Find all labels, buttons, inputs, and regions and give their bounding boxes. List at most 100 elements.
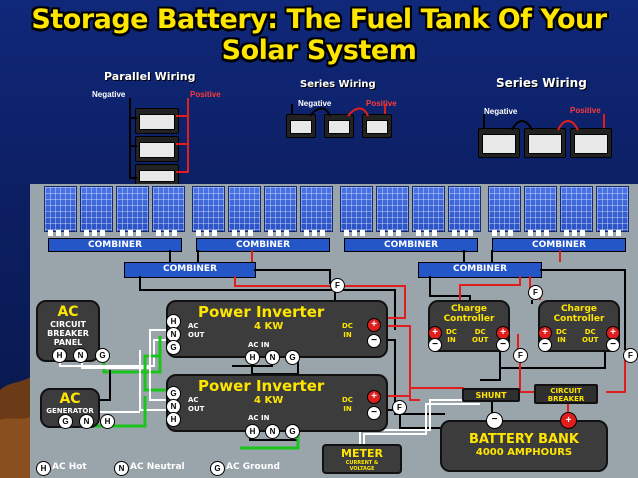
combiner-label: COMBINER [162, 264, 218, 274]
battery-negative-terminal: − [486, 412, 503, 429]
negative-terminal: − [538, 338, 552, 352]
fuse-icon: F [623, 348, 638, 363]
combiner-label: COMBINER [383, 240, 439, 250]
main-combiner-right: COMBINER [418, 262, 542, 278]
negative-terminal: − [496, 338, 510, 352]
positive-terminal: + [367, 390, 381, 404]
panel-terminals [196, 230, 220, 236]
solar-panel-icon [80, 186, 113, 232]
battery-bank-title: BATTERY BANK [468, 432, 580, 447]
terminal-ground: G [285, 424, 300, 439]
generator-title: AC [59, 391, 81, 407]
battery-icon [286, 114, 316, 138]
inverter-title: Power Inverter [198, 377, 325, 395]
battery-icon [524, 128, 566, 158]
negative-terminal: − [428, 338, 442, 352]
ac-out-label: AC OUT [188, 396, 205, 413]
legend-ground-symbol: G [210, 461, 225, 476]
panel-terminals [600, 230, 624, 236]
panel-terminals [380, 230, 404, 236]
negative-terminal: − [606, 338, 620, 352]
legend-ground-label: AC Ground [226, 462, 280, 472]
legend-hot-label: AC Hot [52, 462, 87, 472]
battery-icon [324, 114, 354, 138]
solar-panel-icon [560, 186, 593, 232]
panel-terminals [48, 230, 72, 236]
terminal-neutral: N [79, 414, 94, 429]
battery-bank-capacity: 4000 AMPHOURS [475, 447, 573, 458]
dc-out-label: DC OUT [472, 328, 489, 344]
legend-neutral-label: AC Neutral [130, 462, 185, 472]
battery-positive-terminal: + [560, 412, 577, 429]
terminal-ground: G [58, 414, 73, 429]
positive-terminal: + [496, 326, 510, 340]
page-title: Storage Battery: The Fuel Tank Of Your S… [31, 4, 607, 66]
battery-icon [570, 128, 612, 158]
meter: METER CURRENT & VOLTAGE [322, 444, 402, 474]
combiner-box-2: COMBINER [196, 238, 330, 252]
power-inverter-2: Power Inverter 4 KW AC OUT AC IN DC IN [166, 374, 388, 432]
combiner-label: COMBINER [87, 240, 143, 250]
panel-terminals [120, 230, 144, 236]
terminal-ground: G [166, 340, 181, 355]
main-combiner-left: COMBINER [124, 262, 256, 278]
terminal-hot: H [166, 412, 181, 427]
parallel-wiring-caption: Parallel Wiring [104, 70, 196, 83]
inverter-power: 4 KW [254, 395, 284, 406]
ac-in-label: AC IN [248, 414, 270, 422]
shunt: SHUNT [462, 388, 520, 402]
negative-label-1: Negative [92, 90, 126, 99]
positive-label-1: Positive [190, 90, 221, 99]
panel-terminals [452, 230, 476, 236]
positive-label-2: Positive [366, 99, 397, 108]
solar-panel-icon [524, 186, 557, 232]
fuse-icon: F [330, 278, 345, 293]
negative-terminal: − [367, 406, 381, 420]
terminal-hot: H [245, 424, 260, 439]
dc-out-label: DC OUT [582, 328, 599, 344]
dc-in-label: DC IN [342, 322, 353, 339]
solar-panel-icon [448, 186, 481, 232]
inverter-title: Power Inverter [198, 303, 325, 321]
series-wiring-caption-2: Series Wiring [496, 76, 587, 90]
terminal-hot: H [52, 348, 67, 363]
ac-panel-title: AC [57, 304, 79, 320]
panel-terminals [344, 230, 368, 236]
controller-title: Charge Controller [443, 304, 495, 324]
panel-terminals [304, 230, 328, 236]
terminal-neutral: N [73, 348, 88, 363]
circuit-breaker: CIRCUIT BREAKER [534, 384, 598, 404]
dc-in-label: DC IN [446, 328, 457, 344]
fuse-icon: F [528, 285, 543, 300]
ac-panel-line-2: BREAKER [47, 329, 89, 338]
terminal-neutral: N [265, 350, 280, 365]
positive-label-3: Positive [570, 106, 601, 115]
meter-title: METER [341, 447, 383, 460]
combiner-box-3: COMBINER [344, 238, 478, 252]
panel-terminals [528, 230, 552, 236]
combiner-label: COMBINER [452, 264, 508, 274]
negative-terminal: − [367, 334, 381, 348]
ac-in-label: AC IN [248, 341, 270, 349]
inverter-power: 4 KW [254, 321, 284, 332]
generator-sub: GENERATOR [46, 407, 94, 415]
dc-in-label: DC IN [342, 396, 353, 413]
controller-title: Charge Controller [553, 304, 605, 324]
battery-icon [478, 128, 520, 158]
panel-terminals [492, 230, 516, 236]
panel-terminals [156, 230, 180, 236]
panel-terminals [232, 230, 256, 236]
fuse-icon: F [513, 348, 528, 363]
legend-neutral-symbol: N [114, 461, 129, 476]
fuse-icon: F [392, 400, 407, 415]
meter-sub: CURRENT & VOLTAGE [345, 460, 379, 472]
solar-panel-icon [300, 186, 333, 232]
shunt-label: SHUNT [475, 391, 507, 400]
combiner-label: COMBINER [531, 240, 587, 250]
power-inverter-1: Power Inverter 4 KW AC OUT AC IN DC IN [166, 300, 388, 358]
battery-icon [135, 108, 179, 134]
battery-icon [362, 114, 392, 138]
top-battery-wires [129, 98, 605, 179]
